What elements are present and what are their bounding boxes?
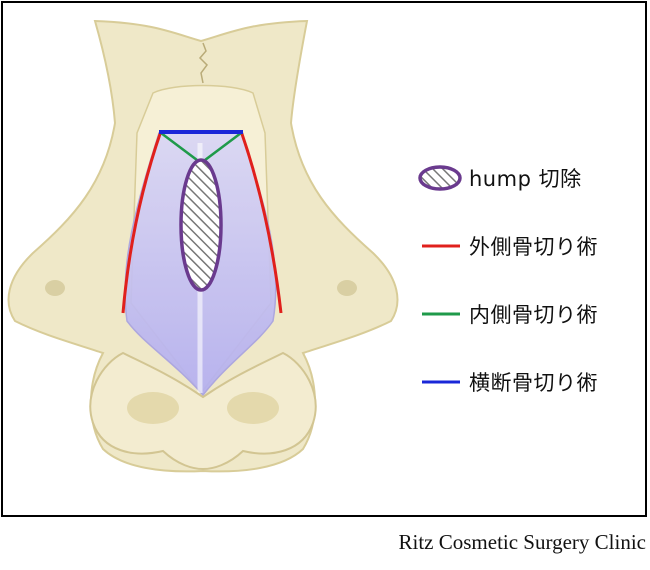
foramen-right (337, 280, 357, 296)
legend-item-lateral: 外側骨切り術 (421, 231, 598, 261)
nostril-left (127, 392, 179, 424)
nasal-bone-illustration (7, 19, 399, 473)
legend-label-transverse: 横断骨切り術 (469, 371, 598, 395)
figure-frame: hump 切除 外側骨切り術 内側骨切り術 横断骨切り術 (1, 1, 647, 517)
lateral-osteotomy-left (121, 130, 163, 314)
clinic-caption: Ritz Cosmetic Surgery Clinic (398, 530, 646, 554)
legend-item-medial: 内側骨切り術 (421, 299, 598, 329)
nasal-suture (198, 42, 208, 84)
legend-label-medial: 内側骨切り術 (469, 303, 598, 327)
hump-swatch-icon (418, 165, 462, 191)
legend-label-lateral: 外側骨切り術 (469, 235, 598, 259)
nasal-tip-cartilage (89, 351, 317, 471)
red-line-icon (422, 244, 460, 248)
lateral-osteotomy-right (239, 130, 283, 314)
legend-item-hump: hump 切除 (417, 163, 582, 193)
blue-line-icon (422, 380, 460, 384)
legend-label-hump: hump 切除 (469, 167, 582, 191)
hump-resection-area (179, 158, 223, 292)
legend-item-transverse: 横断骨切り術 (421, 367, 598, 397)
foramen-left (45, 280, 65, 296)
nostril-right (227, 392, 279, 424)
green-line-icon (422, 312, 460, 316)
